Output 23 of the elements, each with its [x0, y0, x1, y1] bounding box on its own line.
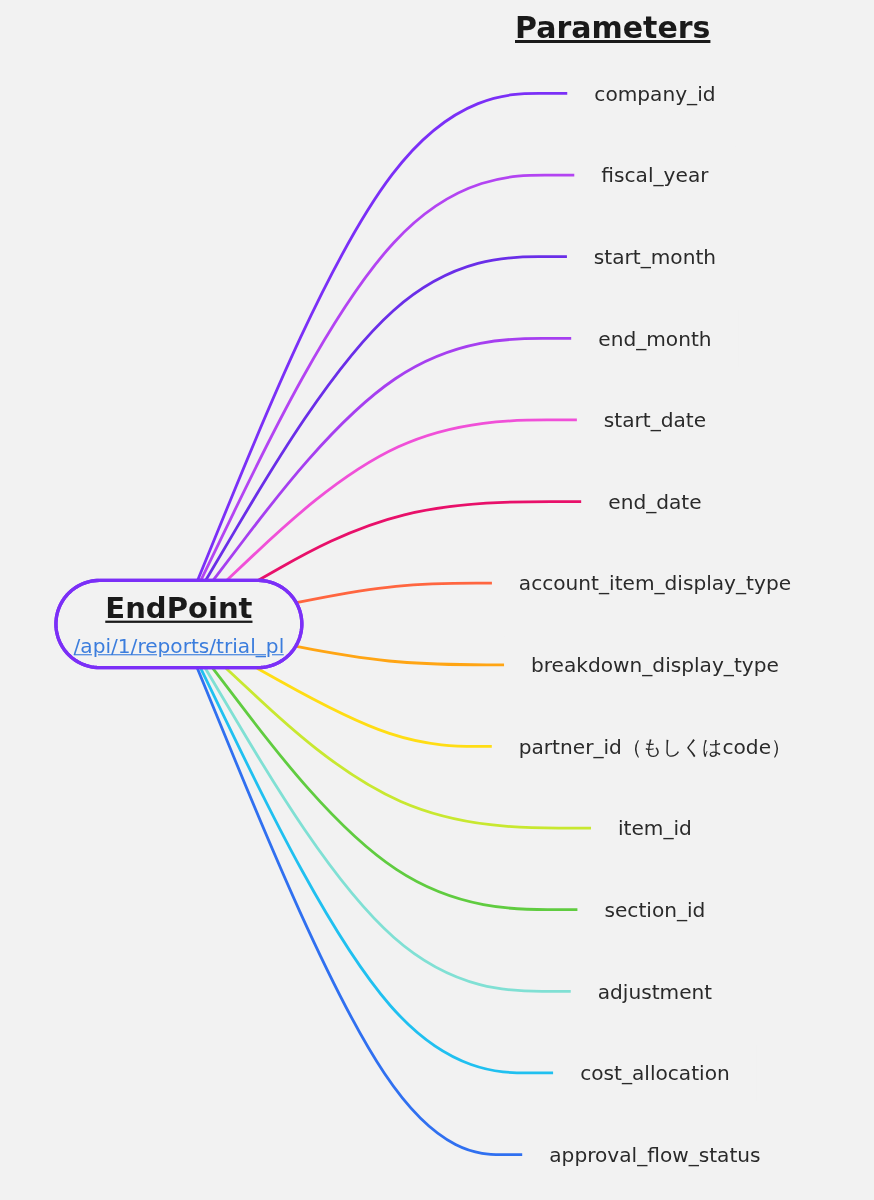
node-text: start_month	[593, 244, 717, 269]
connector	[296, 645, 505, 667]
node-text: approval_flow_status	[549, 1142, 761, 1167]
node-text: section_id	[604, 897, 706, 922]
connector	[199, 667, 554, 1075]
connector	[296, 581, 492, 605]
node-text: partner_id（もしくはcode）	[518, 734, 792, 759]
node-text: fiscal_year	[601, 163, 709, 187]
node-text: item_id	[618, 816, 692, 840]
connector	[196, 667, 523, 1156]
node-text: end_month	[598, 326, 712, 351]
node-text: breakdown_display_type	[531, 653, 779, 677]
node-text: end_date	[608, 489, 702, 514]
node-text: start_date	[603, 408, 707, 432]
node-text: account_item_display_type	[518, 571, 792, 595]
node-text: cost_allocation	[580, 1061, 730, 1085]
connector	[204, 667, 571, 993]
connector	[225, 667, 592, 830]
node-text: adjustment	[597, 979, 713, 1004]
section-heading: Parameters	[515, 10, 711, 45]
connector	[256, 666, 492, 748]
node-text: company_id	[594, 81, 716, 106]
connector	[211, 667, 578, 912]
